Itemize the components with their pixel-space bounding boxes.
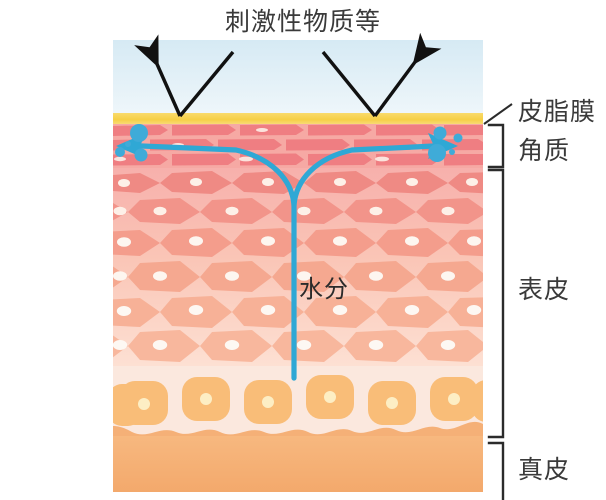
label-dermis: 真皮 [518,455,570,484]
water-droplets-left [115,124,148,162]
water-droplets-right [428,126,463,162]
sebum-film-band [113,113,483,125]
dermis-layer [113,436,483,492]
basal-cell-layer [113,366,483,438]
bracket-dermis [487,441,505,500]
sebum-film-leader-line [483,103,513,125]
layer-brackets [487,123,505,500]
label-water: 水分 [299,275,349,303]
label-sebum-film: 皮脂膜 [518,97,596,126]
epidermis-layer [113,168,483,366]
label-epidermis: 表皮 [518,275,570,304]
bracket-epidermis [487,168,505,439]
label-stratum-corneum: 角质 [518,136,570,165]
air-region [113,40,483,113]
figure-title: 刺激性物质等 [225,7,381,36]
bracket-stratum-corneum [487,123,505,169]
irritant-arrows [134,32,442,118]
water-flow-path [139,143,437,381]
